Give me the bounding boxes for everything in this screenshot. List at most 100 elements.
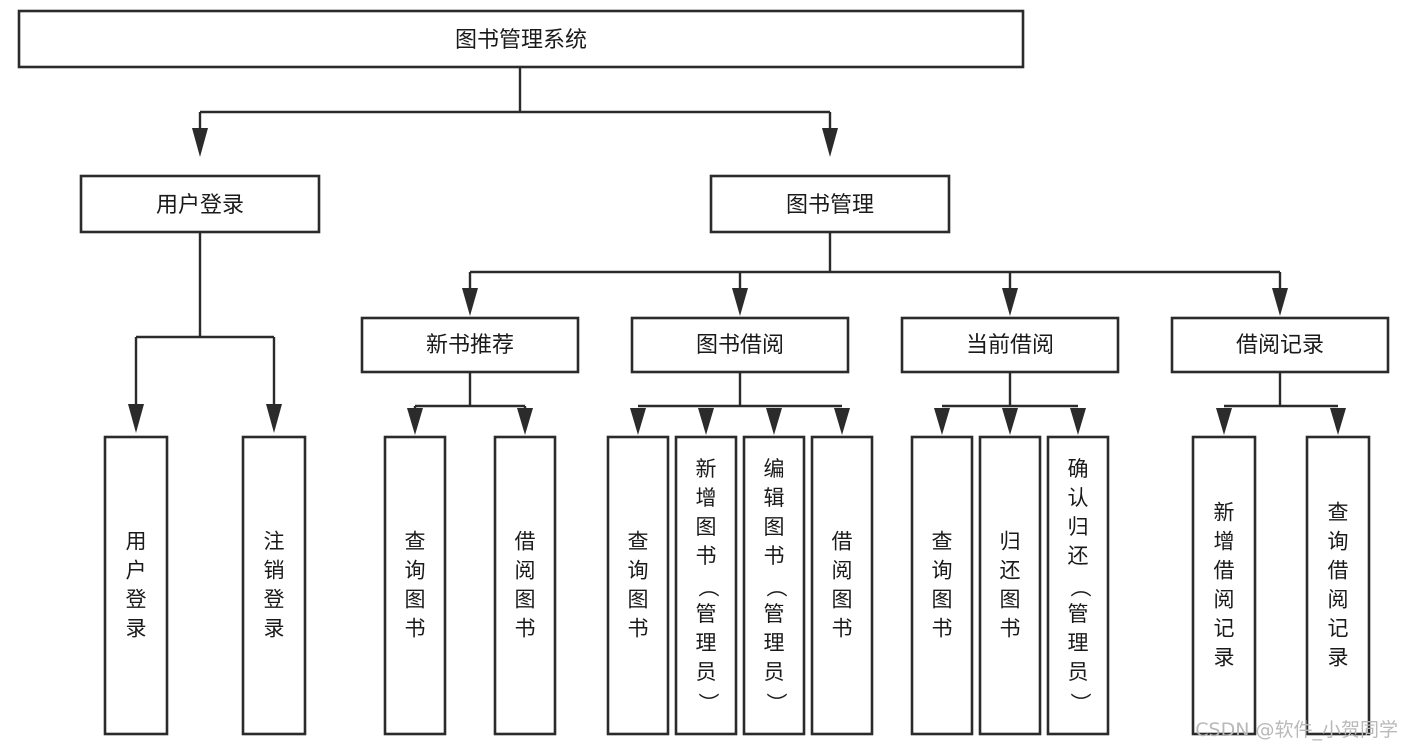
node-user-login-box[interactable]: [79, 174, 321, 234]
svg-text:新: 新: [696, 457, 717, 481]
svg-text:录: 录: [1328, 646, 1349, 670]
node-root-label: 图书管理系统: [455, 28, 587, 53]
leaf-add-record-box[interactable]: [1191, 435, 1257, 736]
svg-text:员: 员: [764, 660, 785, 684]
node-new-book-recommend-label: 新书推荐: [426, 333, 514, 358]
svg-text:图: 图: [764, 515, 785, 539]
leaf-query-record-box[interactable]: [1305, 435, 1371, 736]
svg-text:认: 认: [1068, 486, 1089, 510]
arrow-nbr-leaf-1: [407, 408, 423, 435]
leaf-query-book-2-box[interactable]: [606, 435, 670, 736]
svg-text:借: 借: [1328, 559, 1349, 583]
arrow-root-to-book-manage: [822, 128, 838, 157]
svg-text:（: （: [696, 577, 720, 598]
svg-text:登: 登: [126, 588, 147, 612]
leaf-return-book-box[interactable]: [978, 435, 1042, 736]
svg-text:户: 户: [126, 559, 147, 583]
arrow-br-leaf-1: [1216, 408, 1232, 435]
node-user-login[interactable]: 用户登录: [79, 174, 321, 234]
node-current-borrow-box[interactable]: [900, 316, 1120, 374]
arrow-cb-leaf-2: [1002, 408, 1018, 435]
svg-text:登: 登: [264, 588, 285, 612]
arrow-bb-leaf-4: [834, 408, 850, 435]
node-new-book-recommend[interactable]: 新书推荐: [360, 316, 580, 374]
leaf-confirm-return-box[interactable]: [1046, 435, 1110, 736]
svg-text:理: 理: [1068, 631, 1089, 655]
node-root-box[interactable]: [17, 9, 1025, 69]
arrow-cb-leaf-3: [1070, 408, 1086, 435]
svg-text:查: 查: [628, 530, 649, 554]
svg-text:注: 注: [264, 530, 285, 554]
svg-text:阅: 阅: [515, 559, 536, 583]
svg-text:确: 确: [1068, 457, 1089, 481]
svg-text:归: 归: [1000, 530, 1021, 554]
svg-text:员: 员: [696, 660, 717, 684]
svg-text:管: 管: [764, 602, 785, 626]
arrow-bb-leaf-1: [630, 408, 646, 435]
svg-text:还: 还: [1000, 559, 1021, 583]
node-borrow-record[interactable]: 借阅记录: [1170, 316, 1390, 374]
svg-text:用: 用: [126, 530, 147, 554]
node-new-book-recommend-box[interactable]: [360, 316, 580, 374]
node-borrow-record-box[interactable]: [1170, 316, 1390, 374]
svg-text:员: 员: [1068, 660, 1089, 684]
leaf-query-book-3-box[interactable]: [910, 435, 974, 736]
leaf-borrow-book-2-box[interactable]: [810, 435, 874, 736]
svg-text:图: 图: [832, 588, 853, 612]
arrow-book-manage-to-current-borrow: [1002, 288, 1018, 316]
leaf-user-login-box[interactable]: [103, 435, 169, 736]
svg-text:图: 图: [1000, 588, 1021, 612]
svg-text:）: ）: [764, 693, 788, 714]
leaf-query-book-1-box[interactable]: [383, 435, 447, 736]
leaf-edit-book-box[interactable]: [742, 435, 806, 736]
svg-text:书: 书: [832, 617, 853, 641]
leaf-user-login[interactable]: 用户登录: [103, 435, 169, 736]
node-book-borrow-label: 图书借阅: [696, 333, 784, 358]
svg-text:记: 记: [1214, 617, 1235, 641]
node-current-borrow[interactable]: 当前借阅: [900, 316, 1120, 374]
watermark-label: CSDN @软件_小贺同学: [1195, 719, 1398, 741]
arrow-cb-leaf-1: [934, 408, 950, 435]
svg-text:记: 记: [1328, 617, 1349, 641]
svg-text:增: 增: [1214, 530, 1235, 554]
arrow-book-manage-to-new-book-recommend: [462, 288, 478, 316]
svg-text:询: 询: [932, 559, 953, 583]
svg-text:编: 编: [764, 457, 785, 481]
leaf-add-book-box[interactable]: [674, 435, 738, 736]
svg-text:图: 图: [405, 588, 426, 612]
node-book-borrow-box[interactable]: [630, 316, 850, 374]
leaf-borrow-book-1-box[interactable]: [493, 435, 557, 736]
svg-text:查: 查: [932, 530, 953, 554]
node-root[interactable]: 图书管理系统: [17, 9, 1025, 69]
svg-text:借: 借: [515, 530, 536, 554]
node-book-borrow[interactable]: 图书借阅: [630, 316, 850, 374]
node-borrow-record-label: 借阅记录: [1236, 333, 1324, 358]
leaf-user-logout-box[interactable]: [241, 435, 307, 736]
node-book-manage-box[interactable]: [709, 174, 951, 234]
arrow-book-manage-to-book-borrow: [732, 288, 748, 316]
svg-text:录: 录: [1214, 646, 1235, 670]
arrow-nbr-leaf-2: [517, 408, 533, 435]
node-book-manage[interactable]: 图书管理: [709, 174, 951, 234]
